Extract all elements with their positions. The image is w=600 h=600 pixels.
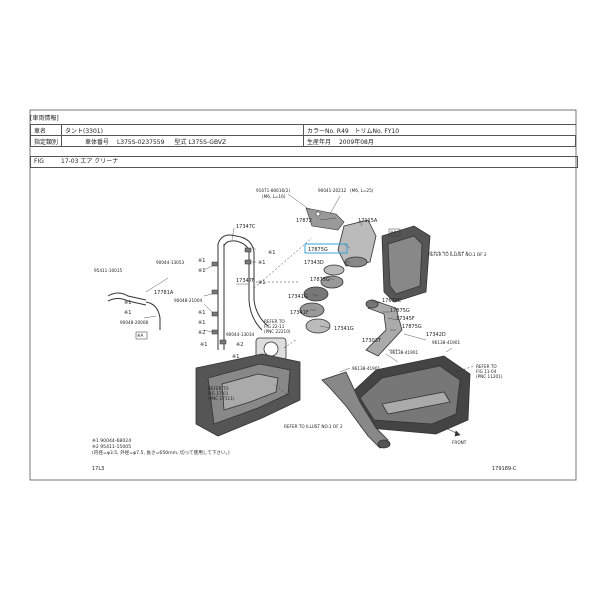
label-96138-41901: 96138-41901 [390,350,418,355]
refer-fig22-a: REFER TO [264,319,285,324]
outlet-duct [321,371,391,449]
footer-left: 17L3 [92,466,105,472]
label-96136-41901: 96138-41901 [432,340,460,345]
label-90048-21004: 90048-21004 [174,298,202,303]
note-3: (内径=φ3.5, 外径=φ7.5, 長さ=650mm, 切って使用して下さい。… [92,451,230,456]
production-key: 生産年月 [307,138,332,146]
trim-key: トリムNo. [354,127,383,135]
label-k1-e: ※1 [198,268,205,274]
label-17347f: 17347F [236,278,255,284]
label-17341f: 17341F [290,310,309,316]
label-17341g-a: 17341G [288,294,308,300]
trim-value: FY10 [384,127,400,135]
label-90044-13034: 90044-13034 [226,332,254,337]
label-k2-b: ※2 [236,342,243,348]
label-17875g-c: 17875G [390,308,410,314]
label-17781a: 17781A [154,290,174,296]
color-cell: カラーNo. R49 トリムNo. FY10 [303,124,576,136]
tag-a-box-left [135,331,148,340]
refer-fig17-b: FIG 17-01 [208,391,229,396]
label-17670c: 17670C [382,298,402,304]
fig-label: FIG [34,158,44,165]
refer-fig11-b: FIG 11-04 [476,369,497,374]
refer-illust-bottom: REFER TO ILLUST NO.1 OF 2 [284,424,343,429]
label-k1-i: ※1 [124,310,131,316]
center-duct [299,264,345,334]
model-key: 型式 [174,138,187,146]
refer-fig22-b: FIG 22-11 [264,324,285,329]
frame-key: 車体番号 [85,138,110,146]
color-key: カラーNo. [307,127,335,135]
label-k1-g: ※1 [198,320,205,326]
hose-clips [211,247,252,345]
label-90041-spec: (M6, L=25) [350,188,374,193]
label-90041: 90041-20212 [318,188,346,193]
label-17875g-b: 17875G [310,277,330,283]
label-91671: 91671-80616(2) [256,188,290,193]
fig-row: FIG 17-03 エア クリーナ [30,156,578,168]
label-k1-a: ※1 [268,250,275,256]
label-k1-d: ※1 [198,258,205,264]
intake-manifold [195,353,301,437]
refer-fig22-c: (PNC 22210) [264,329,291,334]
note-1: ※1 90044-68024 [92,439,132,444]
label-91671-spec: (M6, L=16) [262,194,286,199]
inlet-17115a [337,219,377,268]
label-17347c: 17347C [236,224,256,230]
color-value: R49 [336,127,349,135]
front-arrow-icon [445,427,461,437]
label-k1-f: ※1 [198,310,205,316]
air-cleaner-case [347,355,471,435]
sheet-frame [29,109,577,481]
label-17875g-highlight: 17875G [308,247,328,253]
label-k1-j: ※1 [200,342,207,348]
label-17343d: 17343D [304,260,324,266]
bracket-17872 [305,207,345,231]
note-2: ※2 95411-15005 [92,445,132,450]
refer-fig11-c: (PNC 11201) [476,374,503,379]
label-90048-20008: 90048-20008 [120,320,148,325]
label-17342d: 17342D [426,332,446,338]
hose-95411 [107,292,161,330]
tag-a-left: ※A [137,333,144,338]
frame-value: L375S-0237559 [116,138,165,146]
label-95411: 95411-10015 [94,268,122,273]
label-96136-42901: 96138-41901 [352,366,380,371]
label-17115a: 17115A [358,218,378,224]
label-k1-h: ※1 [124,300,131,306]
refer-fig17-a: REFER TO [208,386,229,391]
leader-lines [143,193,453,373]
label-k1-k: ※1 [232,354,239,360]
label-k2-a: ※2 [198,330,205,336]
refer-fig11-a: REFER TO [476,364,497,369]
resonator [381,225,431,303]
label-17872: 17872 [296,218,312,224]
refer-fig17-c: (PNC 17111) [208,396,235,401]
label-17303t: 17303T [362,338,382,344]
vehicle-info-table: 車名 タント(3301) カラーNo. R49 トリムNo. FY10 指定類別… [29,124,576,147]
label-17875g-d: 17875G [402,324,422,330]
footer-right: 179189-C [492,466,517,472]
label-17341g-b: 17341G [334,326,354,332]
tag-a-top: ※A [390,230,397,235]
tag-a-box-top [388,228,401,237]
info-row-2: 指定類別 車体番号 L375S-0237559 型式 L375S-GBVZ 生産… [29,135,576,147]
front-label: FRONT [452,440,467,445]
reference-lines [253,237,475,429]
section-header: [車両情報] [30,115,59,122]
production-value: 2009年08月 [338,138,374,146]
label-17345f: 17345F [396,316,415,322]
label-k1-b: ※1 [258,260,265,266]
highlight-box-17875g [304,243,348,254]
model-value: L375S-GBVZ [188,138,227,146]
label-90044-13053: 90044-13053 [156,260,184,265]
class-key: 指定類別 [29,135,63,147]
frame-cell: 車体番号 L375S-0237559 型式 L375S-GBVZ [61,135,305,147]
fig-value: 17-03 エア クリーナ [61,158,119,165]
production-cell: 生産年月 2009年08月 [303,135,576,147]
label-k1-c: ※1 [258,280,265,286]
refer-illust-top: REFER TO ILLUST NO.1 OF 2 [428,252,487,257]
